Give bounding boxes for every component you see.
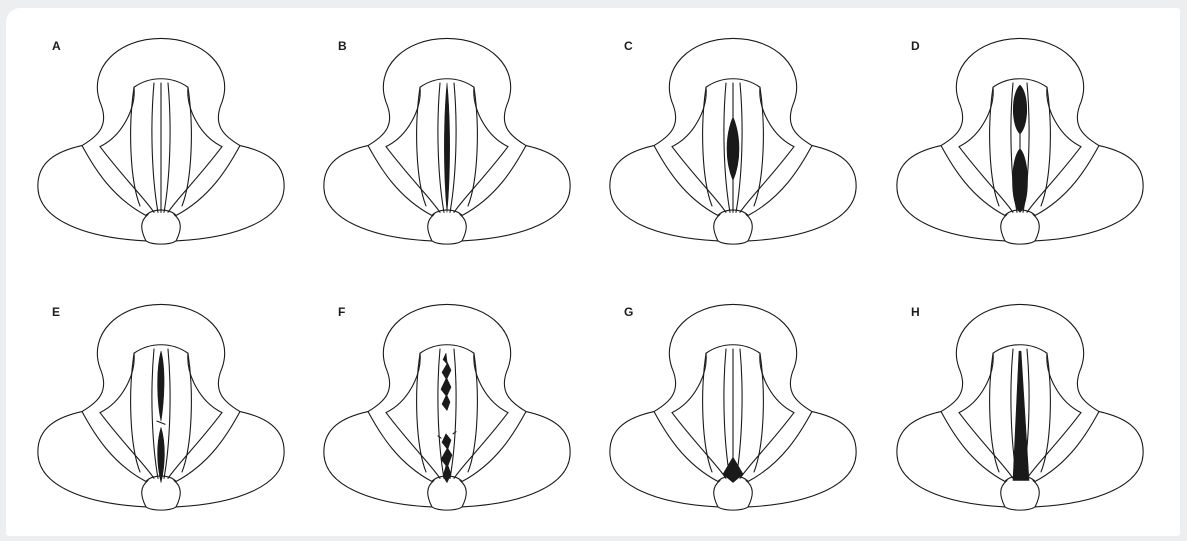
figure-label-f: F — [338, 306, 345, 318]
left-ventricular-fold — [417, 353, 426, 472]
glottal-gap-anterior — [158, 351, 164, 421]
left-lower-contour — [714, 214, 720, 241]
glottis-mid-spindle-drawing — [608, 30, 858, 242]
left-inner-contour — [368, 412, 432, 482]
left-aryepiglottic-outline — [610, 146, 718, 241]
right-inner-contour — [748, 412, 812, 482]
right-lower-contour — [460, 480, 466, 507]
glottis-closed-drawing — [36, 30, 286, 242]
right-vocal-fold — [450, 349, 456, 478]
left-vocal-fold — [152, 349, 158, 478]
left-lower-contour — [428, 480, 434, 507]
left-aryepiglottic-outline — [38, 146, 146, 241]
glottis-narrow-spindle-drawing — [322, 30, 572, 242]
figure-label-d: D — [911, 40, 920, 52]
left-aryepiglottic-outline — [897, 412, 1005, 507]
right-ventricular-fold — [182, 87, 191, 206]
left-inner-contour — [82, 412, 146, 482]
right-inner-contour — [1035, 412, 1099, 482]
right-inner-contour — [176, 146, 240, 216]
figure-label-a: A — [52, 40, 61, 52]
left-inner-contour — [654, 412, 718, 482]
right-aryepiglottic-outline — [1035, 146, 1143, 241]
right-aryepiglottic-outline — [176, 412, 284, 507]
glottal-gap — [727, 117, 739, 181]
glottal-gap-anterior — [1013, 85, 1027, 134]
right-vocal-fold — [736, 349, 742, 478]
right-inner-contour — [462, 146, 526, 216]
left-lower-contour — [714, 480, 720, 507]
left-aryepiglottic-outline — [610, 412, 718, 507]
right-ventricular-fold — [754, 353, 763, 472]
left-lower-contour — [142, 214, 148, 241]
glottis-triangular-drawing — [895, 296, 1145, 508]
right-aryepiglottic-outline — [748, 412, 856, 507]
right-aryepiglottic-outline — [1035, 412, 1143, 507]
right-aryepiglottic-outline — [462, 146, 570, 241]
right-inner-contour — [748, 146, 812, 216]
right-inner-contour — [176, 412, 240, 482]
right-aryepiglottic-outline — [462, 412, 570, 507]
right-aryepiglottic-outline — [176, 146, 284, 241]
left-aryepiglottic-outline — [38, 412, 146, 507]
glottal-gap-posterior — [158, 427, 165, 482]
right-ventricular-fold — [468, 87, 477, 206]
left-ventricular-fold — [131, 87, 140, 206]
left-aryepiglottic-outline — [324, 146, 432, 241]
left-aryepiglottic-outline — [897, 146, 1005, 241]
triangular-gap — [1013, 351, 1029, 480]
figure-label-g: G — [624, 306, 633, 318]
left-vocal-fold — [438, 83, 444, 212]
left-inner-contour — [654, 146, 718, 216]
left-ventricular-fold — [990, 87, 999, 206]
right-lower-contour — [174, 480, 180, 507]
contact-mark — [157, 421, 165, 424]
right-vocal-fold — [164, 83, 170, 212]
right-inner-contour — [1035, 146, 1099, 216]
left-ventricular-fold — [417, 87, 426, 206]
left-lower-contour — [1001, 214, 1007, 241]
left-inner-contour — [368, 146, 432, 216]
right-ventricular-fold — [1041, 87, 1050, 206]
right-aryepiglottic-outline — [748, 146, 856, 241]
right-vocal-fold — [450, 83, 456, 212]
irregular-gap-anterior — [441, 353, 451, 410]
glottis-hourglass-drawing — [895, 30, 1145, 242]
right-ventricular-fold — [754, 87, 763, 206]
figure-label-c: C — [624, 40, 633, 52]
left-inner-contour — [82, 146, 146, 216]
glottis-irregular-edges-drawing — [322, 296, 572, 508]
left-inner-contour — [941, 412, 1005, 482]
right-lower-contour — [746, 214, 752, 241]
right-inner-contour — [462, 412, 526, 482]
left-lower-contour — [428, 214, 434, 241]
right-lower-contour — [1033, 480, 1039, 507]
right-ventricular-fold — [182, 353, 191, 472]
figure-label-b: B — [338, 40, 347, 52]
left-ventricular-fold — [990, 353, 999, 472]
left-vocal-fold — [724, 349, 730, 478]
right-ventricular-fold — [1041, 353, 1050, 472]
left-lower-contour — [1001, 480, 1007, 507]
figure-label-e: E — [52, 306, 60, 318]
left-ventricular-fold — [703, 87, 712, 206]
left-aryepiglottic-outline — [324, 412, 432, 507]
glottal-gap-posterior — [1013, 149, 1028, 213]
right-lower-contour — [1033, 214, 1039, 241]
right-lower-contour — [460, 214, 466, 241]
right-lower-contour — [174, 214, 180, 241]
left-ventricular-fold — [131, 353, 140, 472]
glottis-posterior-chink-drawing — [608, 296, 858, 508]
left-inner-contour — [941, 146, 1005, 216]
irregular-gap-posterior — [441, 434, 452, 483]
right-lower-contour — [746, 480, 752, 507]
left-ventricular-fold — [703, 353, 712, 472]
glottal-gap — [444, 83, 449, 212]
figure-label-h: H — [911, 306, 920, 318]
right-ventricular-fold — [468, 353, 477, 472]
left-lower-contour — [142, 480, 148, 507]
right-vocal-fold — [164, 349, 170, 478]
left-vocal-fold — [152, 83, 158, 212]
glottis-mid-contact-drawing — [36, 296, 286, 508]
